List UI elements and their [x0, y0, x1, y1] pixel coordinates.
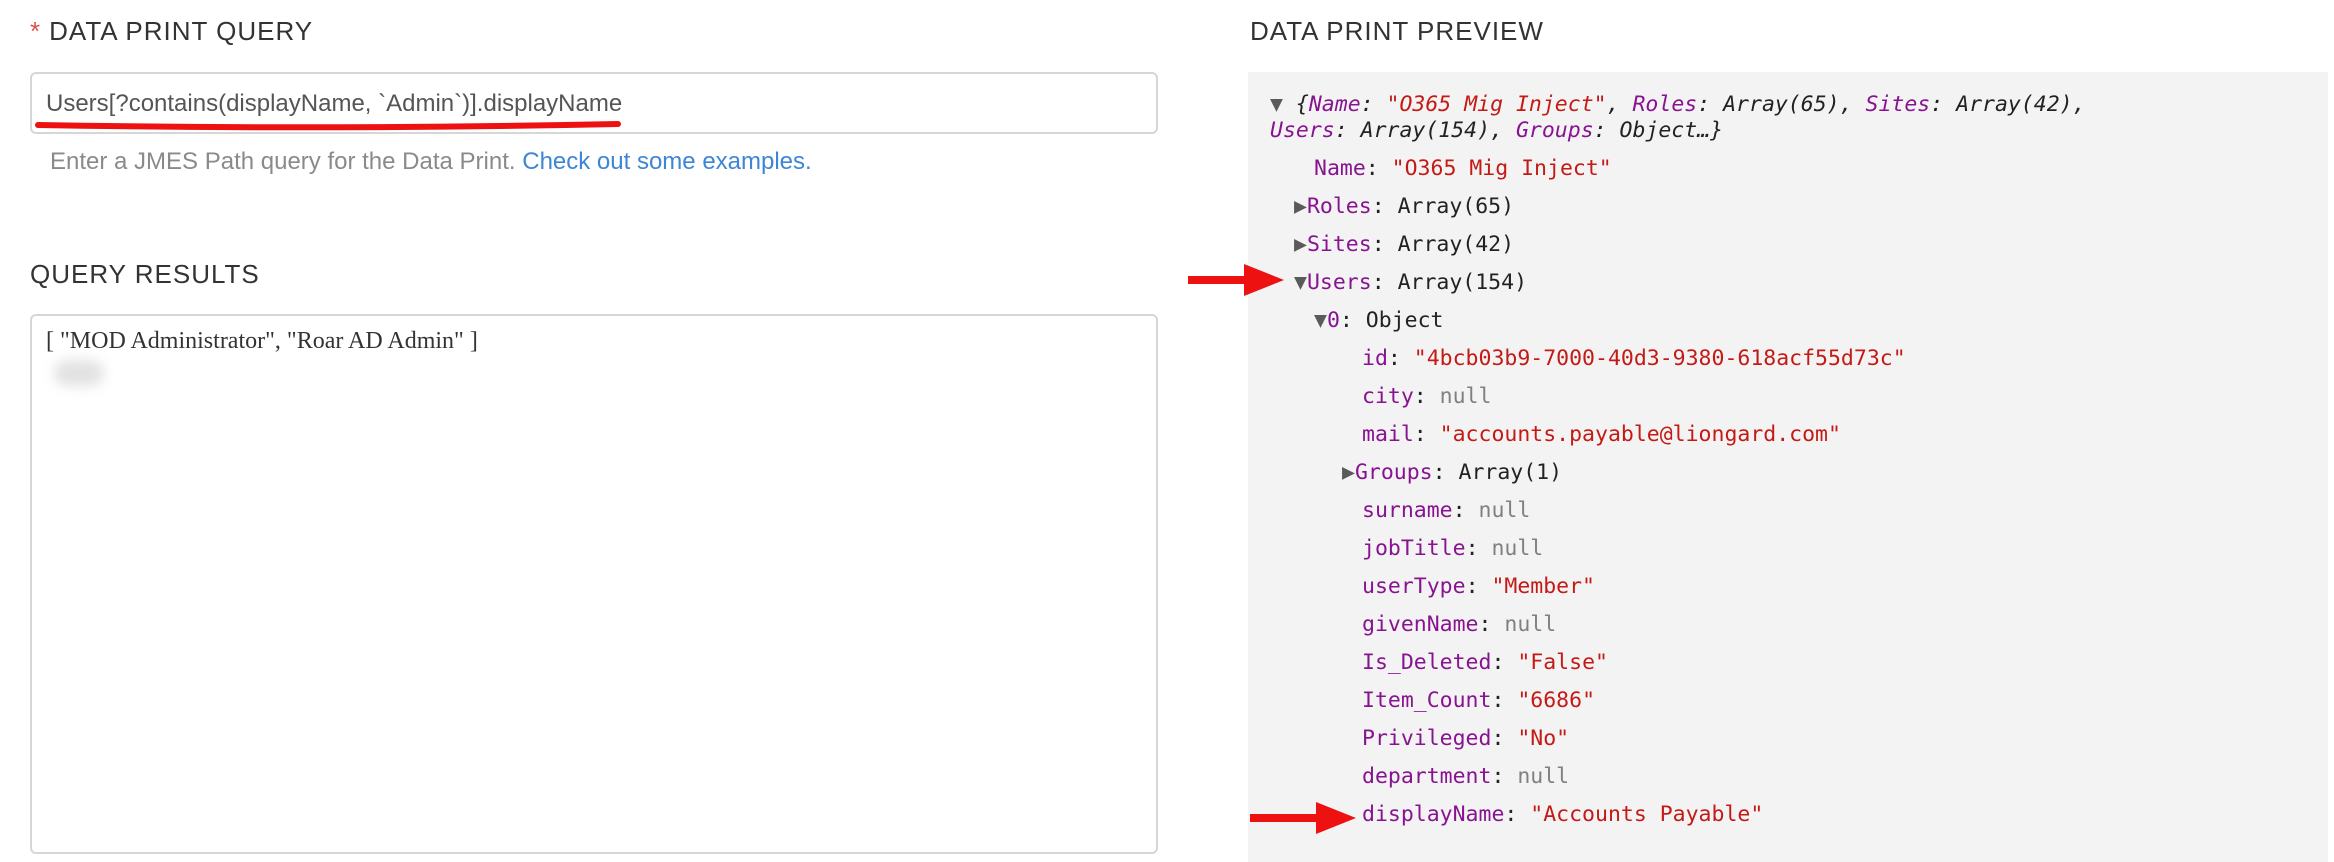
root-roles-key: Roles	[1632, 92, 1698, 117]
red-arrow-icon	[1250, 802, 1356, 834]
tree-row-item-count: Item_Count: "6686"	[1362, 688, 1596, 713]
collapsed-triangle-icon[interactable]: ▶	[1294, 232, 1307, 257]
root-users-value: Array(154)	[1360, 118, 1491, 143]
help-text-label: Enter a JMES Path query for the Data Pri…	[50, 148, 516, 175]
tree-row-usertype: userType: "Member"	[1362, 574, 1596, 599]
tree-row-city: city: null	[1362, 384, 1492, 409]
tree-row-sites[interactable]: ▶Sites: Array(42)	[1294, 232, 1515, 257]
query-panel-title: *DATA PRINT QUERY	[30, 16, 313, 47]
root-roles-value: Array(65)	[1723, 92, 1840, 117]
preview-panel-title: DATA PRINT PREVIEW	[1250, 16, 1544, 46]
tree-row-name: Name: "O365 Mig Inject"	[1314, 156, 1612, 181]
tree-row-mail: mail: "accounts.payable@liongard.com"	[1362, 422, 1841, 447]
root-sites-key: Sites	[1865, 92, 1931, 117]
tree-row-roles[interactable]: ▶Roles: Array(65)	[1294, 194, 1515, 219]
tree-row-is-deleted: Is_Deleted: "False"	[1362, 650, 1608, 675]
query-results-value: [ "MOD Administrator", "Roar AD Admin" ]	[46, 328, 478, 354]
redacted-blur	[54, 360, 104, 386]
red-underline-annotation	[35, 121, 621, 131]
tree-row-department: department: null	[1362, 764, 1570, 789]
tree-row-user-0[interactable]: ▼0: Object	[1314, 308, 1444, 333]
tree-row-groups[interactable]: ▶Groups: Array(1)	[1342, 460, 1563, 485]
query-help-text: Enter a JMES Path query for the Data Pri…	[50, 148, 812, 176]
tree-row-surname: surname: null	[1362, 498, 1531, 523]
required-marker: *	[30, 16, 42, 46]
tree-row-users[interactable]: ▼Users: Array(154)	[1294, 270, 1528, 295]
results-panel-title: QUERY RESULTS	[30, 259, 260, 289]
data-print-preview: ▼ {Name: "O365 Mig Inject", Roles: Array…	[1248, 72, 2328, 862]
expand-triangle-icon[interactable]: ▼	[1270, 92, 1283, 117]
query-input-value: Users[?contains(displayName, `Admin`)].d…	[46, 90, 623, 117]
tree-row-displayname: displayName: "Accounts Payable"	[1362, 802, 1764, 827]
examples-link[interactable]: Check out some examples.	[522, 148, 812, 175]
root-groups-key: Groups	[1515, 118, 1594, 143]
query-panel-title-text: DATA PRINT QUERY	[49, 16, 314, 46]
tree-row-id: id: "4bcb03b9-7000-40d3-9380-618acf55d73…	[1362, 346, 1906, 371]
root-name-value: "O365 Mig Inject"	[1386, 92, 1607, 117]
tree-row-jobtitle: jobTitle: null	[1362, 536, 1544, 561]
root-object-row[interactable]: ▼ {Name: "O365 Mig Inject", Roles: Array…	[1270, 92, 2086, 117]
root-name-key: Name	[1308, 92, 1361, 117]
expand-triangle-icon[interactable]: ▼	[1294, 270, 1307, 295]
collapsed-triangle-icon[interactable]: ▶	[1342, 460, 1355, 485]
root-sites-value: Array(42)	[1956, 92, 2073, 117]
tree-row-givenname: givenName: null	[1362, 612, 1557, 637]
expand-triangle-icon[interactable]: ▼	[1314, 308, 1327, 333]
query-results-box[interactable]: [ "MOD Administrator", "Roar AD Admin" ]	[30, 314, 1158, 854]
root-open-brace: {	[1295, 92, 1309, 117]
collapsed-triangle-icon[interactable]: ▶	[1294, 194, 1307, 219]
root-users-key: Users	[1270, 118, 1335, 143]
red-arrow-icon	[1188, 264, 1284, 296]
root-groups-value: Object…}	[1619, 118, 1724, 143]
root-object-row-continued: Users: Array(154), Groups: Object…}	[1270, 118, 1724, 143]
tree-row-privileged: Privileged: "No"	[1362, 726, 1570, 751]
